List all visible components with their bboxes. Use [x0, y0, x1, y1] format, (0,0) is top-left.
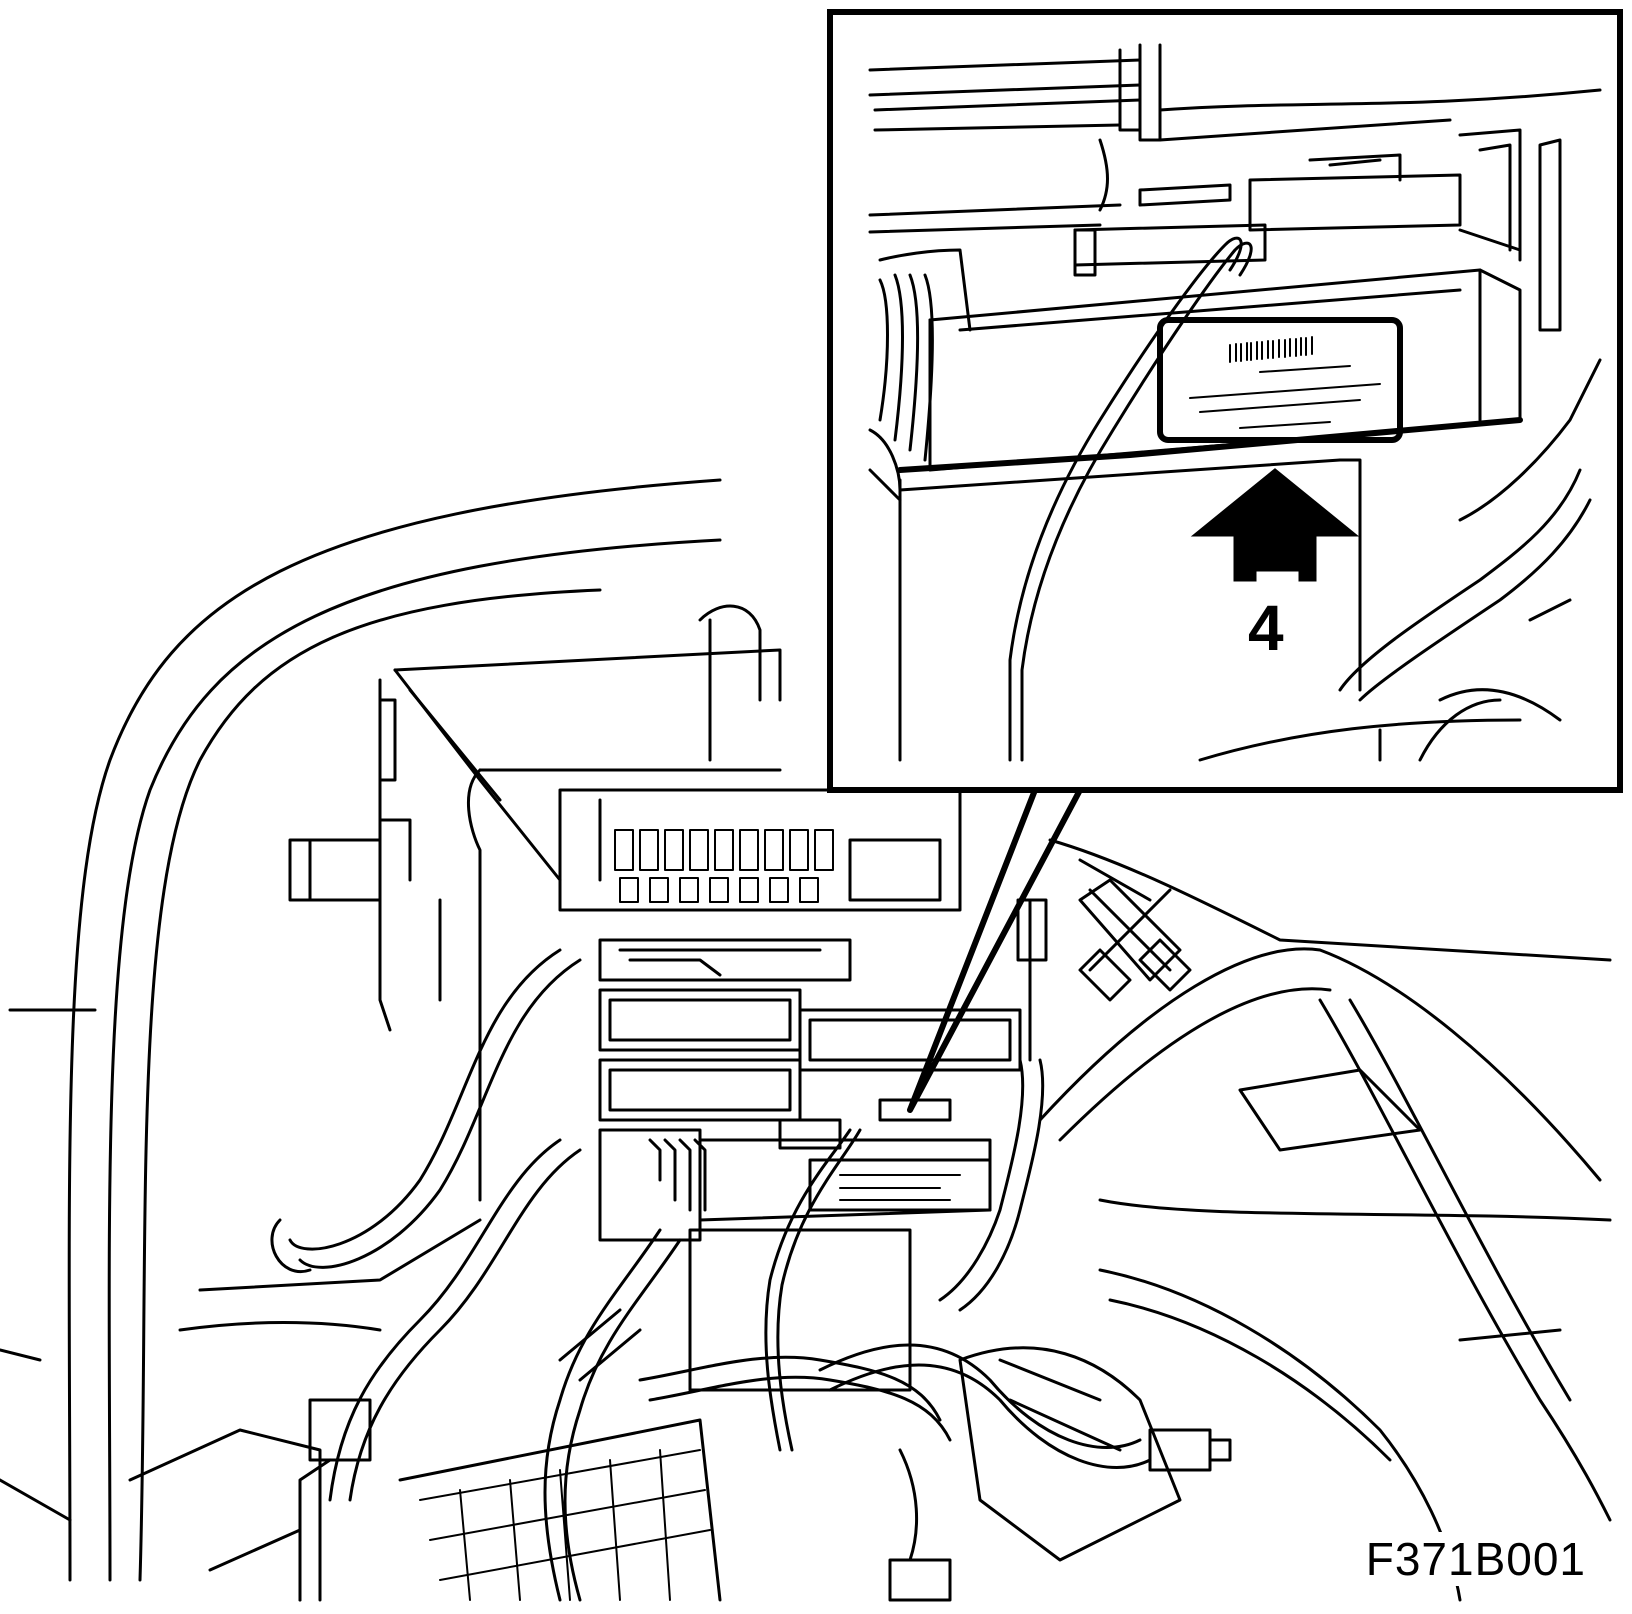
callout-leader: [907, 787, 1083, 1113]
wheel-arch-area: [1038, 838, 1612, 1602]
wiring-harness: [270, 898, 1232, 1602]
connector-blocks: [598, 938, 1022, 1122]
body-panel-outline: [0, 478, 722, 1582]
fuse-row: [614, 829, 834, 903]
ground-wire-main: [764, 1128, 862, 1452]
fuse-box: [558, 788, 962, 912]
inset-detail: 4: [827, 9, 1623, 793]
barcode-label: [1189, 336, 1381, 429]
lower-components: [128, 1346, 1182, 1602]
callout-number: 4: [1248, 592, 1284, 664]
mounting-bracket: [198, 604, 782, 1292]
callout-arrow: [1190, 468, 1360, 582]
figure-code: F371B001: [1359, 1532, 1592, 1586]
